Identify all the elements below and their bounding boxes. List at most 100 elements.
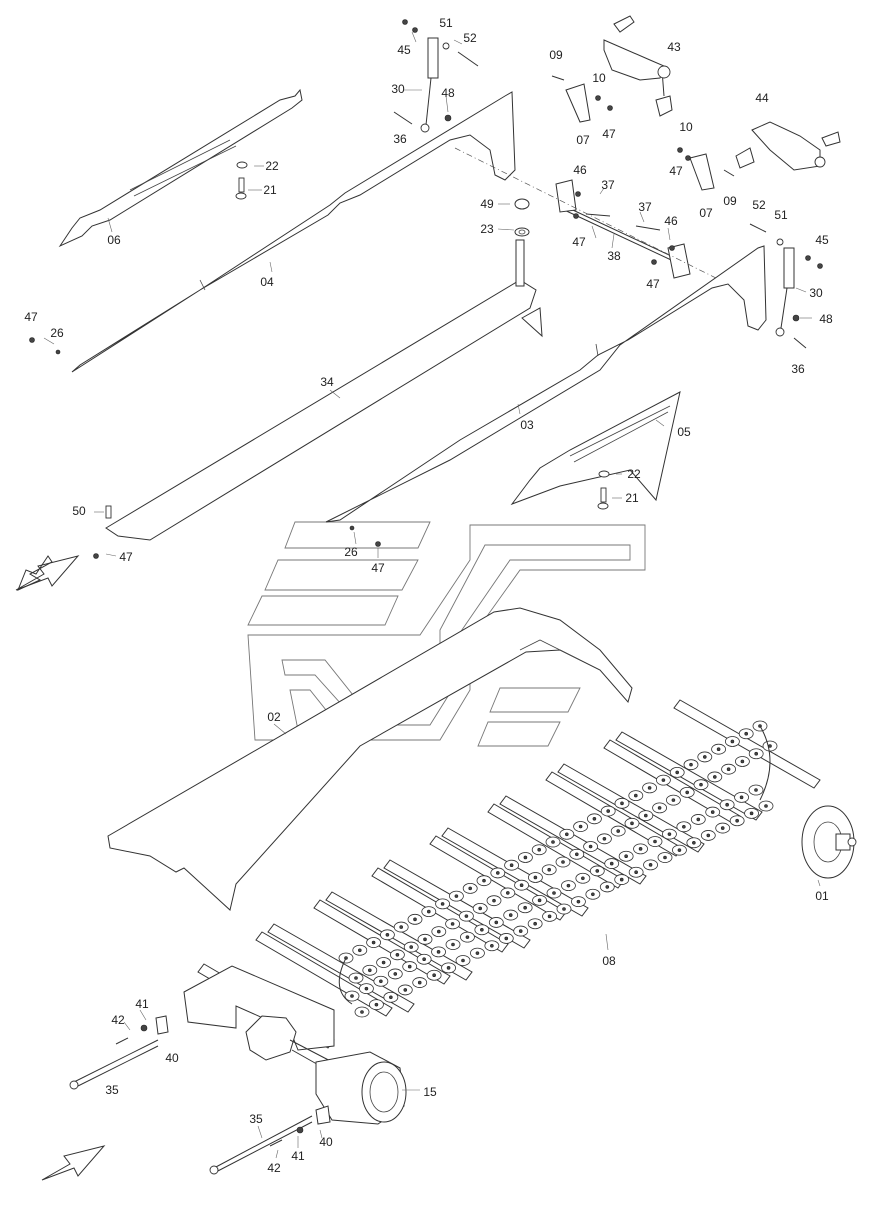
chain-pin — [393, 972, 398, 976]
callout-04: 04 — [260, 275, 274, 289]
chain-pin — [533, 875, 538, 880]
handle-43 — [603, 15, 673, 117]
chain-pin — [537, 847, 542, 852]
chain-pin — [465, 935, 470, 939]
chain-pin — [399, 925, 404, 929]
chain-pin — [482, 878, 486, 883]
chain-pin — [403, 988, 408, 992]
chain-pin — [381, 960, 386, 965]
chain-pin — [606, 809, 611, 813]
callout-26: 26 — [50, 326, 64, 340]
chain-pin — [523, 905, 527, 910]
chain-pin — [413, 917, 417, 922]
chain-pin — [374, 1002, 379, 1007]
part-06-guide-plate — [58, 88, 303, 248]
callout-30: 30 — [391, 82, 405, 96]
shaft-38 — [555, 179, 691, 279]
callout-01: 01 — [815, 889, 829, 903]
chain-pin — [509, 863, 514, 868]
direction-arrow-lower — [41, 1145, 106, 1181]
callout-37: 37 — [601, 178, 615, 192]
chain-pin — [505, 891, 510, 895]
chain-pin — [702, 755, 707, 759]
chain-pin — [712, 775, 717, 779]
callout-35: 35 — [105, 1083, 119, 1097]
chain-pin — [647, 786, 652, 790]
chain-pin — [508, 913, 513, 917]
chain-pin — [739, 795, 744, 800]
chain-slat — [673, 699, 821, 789]
direction-arrow-upper — [15, 555, 80, 591]
hardware-small-left — [29, 337, 381, 559]
chain-pin — [350, 994, 354, 998]
bracket-07-right — [677, 147, 735, 191]
callout-46: 46 — [664, 214, 678, 228]
chain-pin — [749, 811, 754, 816]
chain-pin — [504, 936, 509, 941]
callout-40: 40 — [319, 1135, 333, 1149]
chain-pin — [689, 762, 693, 767]
chain-pin — [605, 885, 610, 889]
chain-pin — [371, 940, 376, 945]
chain-loop-left — [338, 957, 353, 1005]
callout-43: 43 — [667, 40, 681, 54]
chain-pin — [730, 739, 735, 744]
chain-pin — [661, 778, 666, 782]
chain-pin — [638, 847, 643, 851]
callout-36: 36 — [791, 362, 805, 376]
chain-pin — [685, 790, 690, 795]
bolt-21-22-left — [235, 161, 248, 200]
chain-pin — [389, 995, 393, 1000]
callout-21: 21 — [625, 491, 639, 505]
chain-pin — [533, 921, 537, 926]
chain-pin — [578, 824, 583, 829]
callout-08: 08 — [602, 954, 616, 968]
bracket-07-top — [551, 75, 613, 123]
bolt-21-22-right — [597, 470, 610, 510]
chain-pin — [490, 943, 494, 948]
chain-pin — [633, 793, 638, 798]
chain-pin — [735, 818, 739, 823]
chain-pin — [436, 950, 441, 954]
callout-06: 06 — [107, 233, 121, 247]
chain-pin — [576, 899, 581, 904]
callout-48: 48 — [819, 312, 833, 326]
chain-pin — [602, 836, 607, 841]
chain-pin — [595, 869, 600, 873]
callout-03: 03 — [520, 418, 534, 432]
chain-pin — [740, 759, 745, 764]
chain-pin — [354, 976, 358, 980]
chain-pin — [523, 855, 528, 860]
chain-pin — [710, 810, 715, 814]
callout-46: 46 — [573, 163, 587, 177]
callout-47: 47 — [669, 164, 683, 178]
chain-pin — [620, 801, 624, 806]
callout-38: 38 — [607, 249, 621, 263]
callout-30: 30 — [809, 286, 823, 300]
part-04-side-panel — [71, 91, 516, 373]
chain-pin — [754, 751, 759, 756]
watermark-logo — [247, 521, 646, 747]
chain-pin — [657, 806, 662, 810]
callout-34: 34 — [320, 375, 334, 389]
chain-pin — [436, 929, 441, 934]
chain-pin — [440, 902, 445, 906]
chain-pin — [725, 802, 729, 807]
chain-pin — [422, 957, 426, 962]
callout-47: 47 — [572, 235, 586, 249]
chain-pin — [754, 788, 758, 792]
chain-pin — [537, 898, 542, 903]
part-08-slat-chain — [197, 699, 821, 1049]
callout-48: 48 — [441, 86, 455, 100]
chain-pin — [364, 986, 369, 991]
callout-51: 51 — [439, 16, 453, 30]
chain-pin — [671, 798, 676, 802]
callout-15: 15 — [423, 1085, 437, 1099]
chain-pin — [764, 804, 768, 808]
chain-pin — [592, 816, 597, 821]
chain-pin — [699, 782, 703, 787]
chain-slat — [267, 923, 415, 1013]
chain-pin — [653, 839, 657, 844]
